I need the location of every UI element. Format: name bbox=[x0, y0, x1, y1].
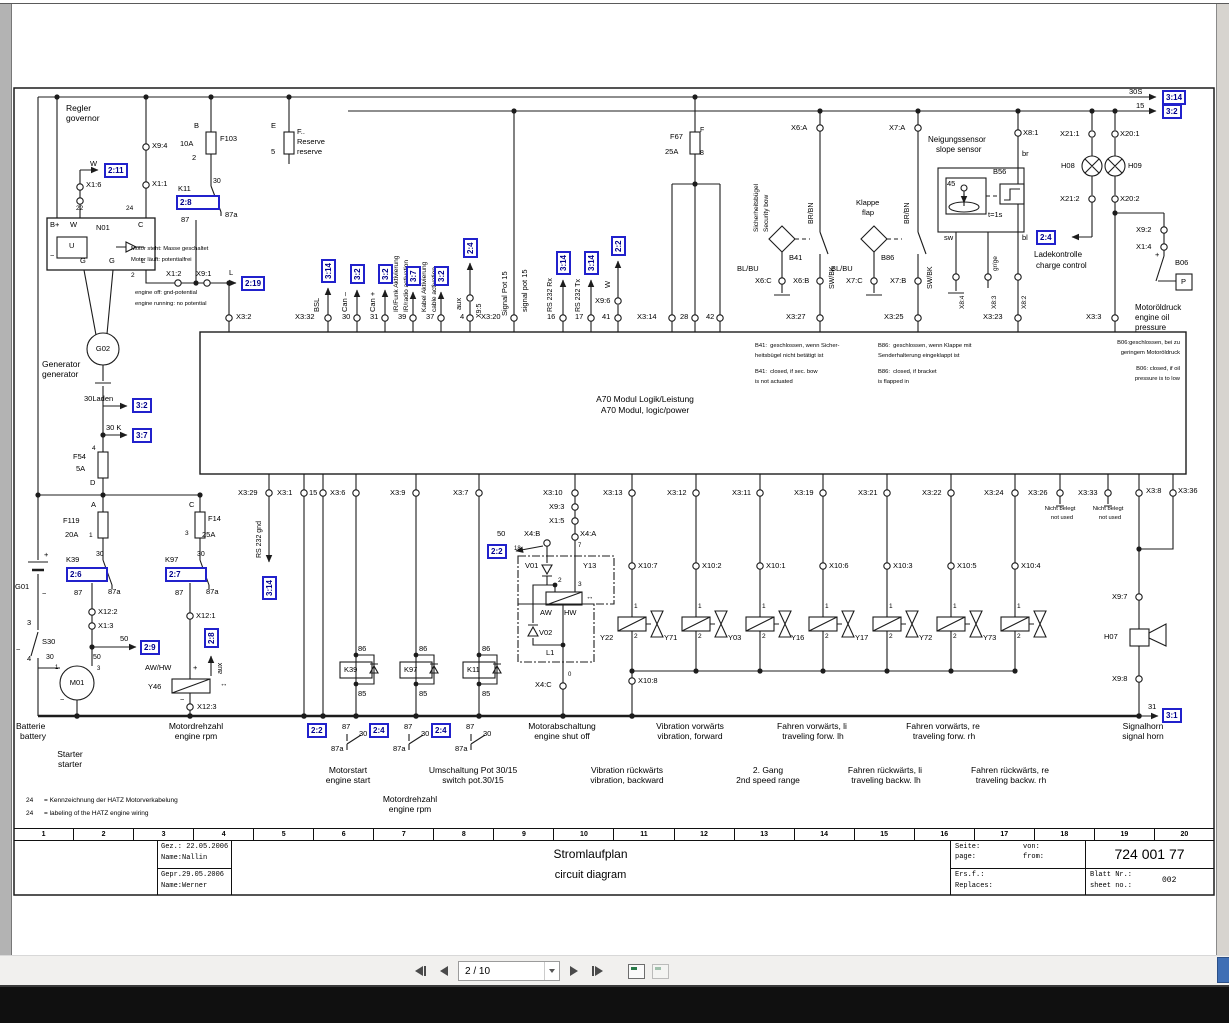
titleblock-column-number: 13 bbox=[735, 829, 795, 840]
sheet-number: 002 bbox=[1162, 876, 1177, 885]
titleblock-column-number: 4 bbox=[194, 829, 255, 840]
page-dropdown-button[interactable] bbox=[544, 962, 559, 980]
titleblock-divider bbox=[950, 868, 1214, 869]
titleblock-column-number: 10 bbox=[554, 829, 615, 840]
chevron-down-icon bbox=[549, 969, 555, 973]
document-number: 724 001 77 bbox=[1114, 846, 1185, 862]
titleblock-column-number: 1 bbox=[14, 829, 75, 840]
titleblock-column-number: 2 bbox=[74, 829, 135, 840]
left-gutter bbox=[0, 4, 12, 955]
first-page-icon-bar bbox=[424, 966, 426, 976]
titleblock-column-number: 19 bbox=[1095, 829, 1155, 840]
first-page-button[interactable] bbox=[412, 962, 430, 980]
titleblock-column-number: 6 bbox=[314, 829, 375, 840]
checked-name: Name:Werner bbox=[161, 882, 208, 890]
titleblock-column-number: 16 bbox=[915, 829, 975, 840]
titleblock-column-number: 3 bbox=[134, 829, 195, 840]
page-indicator: 2 / 10 bbox=[465, 965, 491, 977]
drawing-title-en: circuit diagram bbox=[554, 869, 627, 881]
ersf-label: Ers.f.: bbox=[955, 871, 985, 879]
next-page-button[interactable] bbox=[567, 962, 581, 980]
titleblock-column-number: 18 bbox=[1035, 829, 1095, 840]
titleblock-column-number: 8 bbox=[434, 829, 495, 840]
titleblock-column-number: 7 bbox=[374, 829, 435, 840]
titleblock-column-number: 12 bbox=[675, 829, 735, 840]
titleblock-column-number: 5 bbox=[254, 829, 315, 840]
seite-label: Seite: bbox=[955, 843, 981, 851]
sheet-label: sheet no.: bbox=[1090, 882, 1133, 890]
drawn-name: Name:Nallin bbox=[161, 854, 208, 862]
page-label: page: bbox=[955, 853, 977, 861]
last-page-icon bbox=[595, 966, 603, 976]
titleblock-column-number: 20 bbox=[1180, 831, 1189, 838]
titleblock-divider bbox=[231, 841, 232, 895]
scrollbar-corner-button[interactable] bbox=[1217, 957, 1229, 983]
previous-page-button[interactable] bbox=[437, 962, 451, 980]
page-number-field[interactable]: 2 / 10 bbox=[458, 961, 560, 981]
last-page-button[interactable] bbox=[588, 962, 606, 980]
titleblock-column-number: 14 bbox=[795, 829, 855, 840]
titleblock-column-number: 17 bbox=[975, 829, 1035, 840]
titleblock-column-number: 11 bbox=[614, 829, 675, 840]
next-view-button[interactable] bbox=[652, 963, 669, 979]
blatt-label: Blatt Nr.: bbox=[1090, 871, 1133, 879]
checked-date: Gepr.29.05.2006 bbox=[161, 871, 225, 879]
drawn-date: Gez.: 22.05.2006 bbox=[161, 843, 229, 851]
von-label: von: bbox=[1023, 843, 1040, 851]
page-top-border bbox=[0, 3, 1229, 4]
vertical-scrollbar[interactable] bbox=[1216, 4, 1229, 955]
titleblock-divider bbox=[157, 868, 231, 869]
title-block: Gez.: 22.05.2006 Name:Nallin Gepr.29.05.… bbox=[14, 841, 1214, 895]
previous-view-button[interactable] bbox=[628, 963, 645, 979]
titleblock-column-number: 9 bbox=[494, 829, 555, 840]
next-page-icon bbox=[570, 966, 578, 976]
drawing-title-de: Stromlaufplan bbox=[553, 847, 628, 861]
bottom-letterbox bbox=[0, 985, 1229, 1023]
replaces-label: Replaces: bbox=[955, 882, 993, 890]
last-page-icon-bar bbox=[592, 966, 594, 976]
previous-page-icon bbox=[440, 966, 448, 976]
pdf-toolbar: 2 / 10 bbox=[0, 955, 1229, 986]
from-label: from: bbox=[1023, 853, 1045, 861]
titleblock-column-number: 15 bbox=[855, 829, 915, 840]
first-page-icon bbox=[415, 966, 423, 976]
